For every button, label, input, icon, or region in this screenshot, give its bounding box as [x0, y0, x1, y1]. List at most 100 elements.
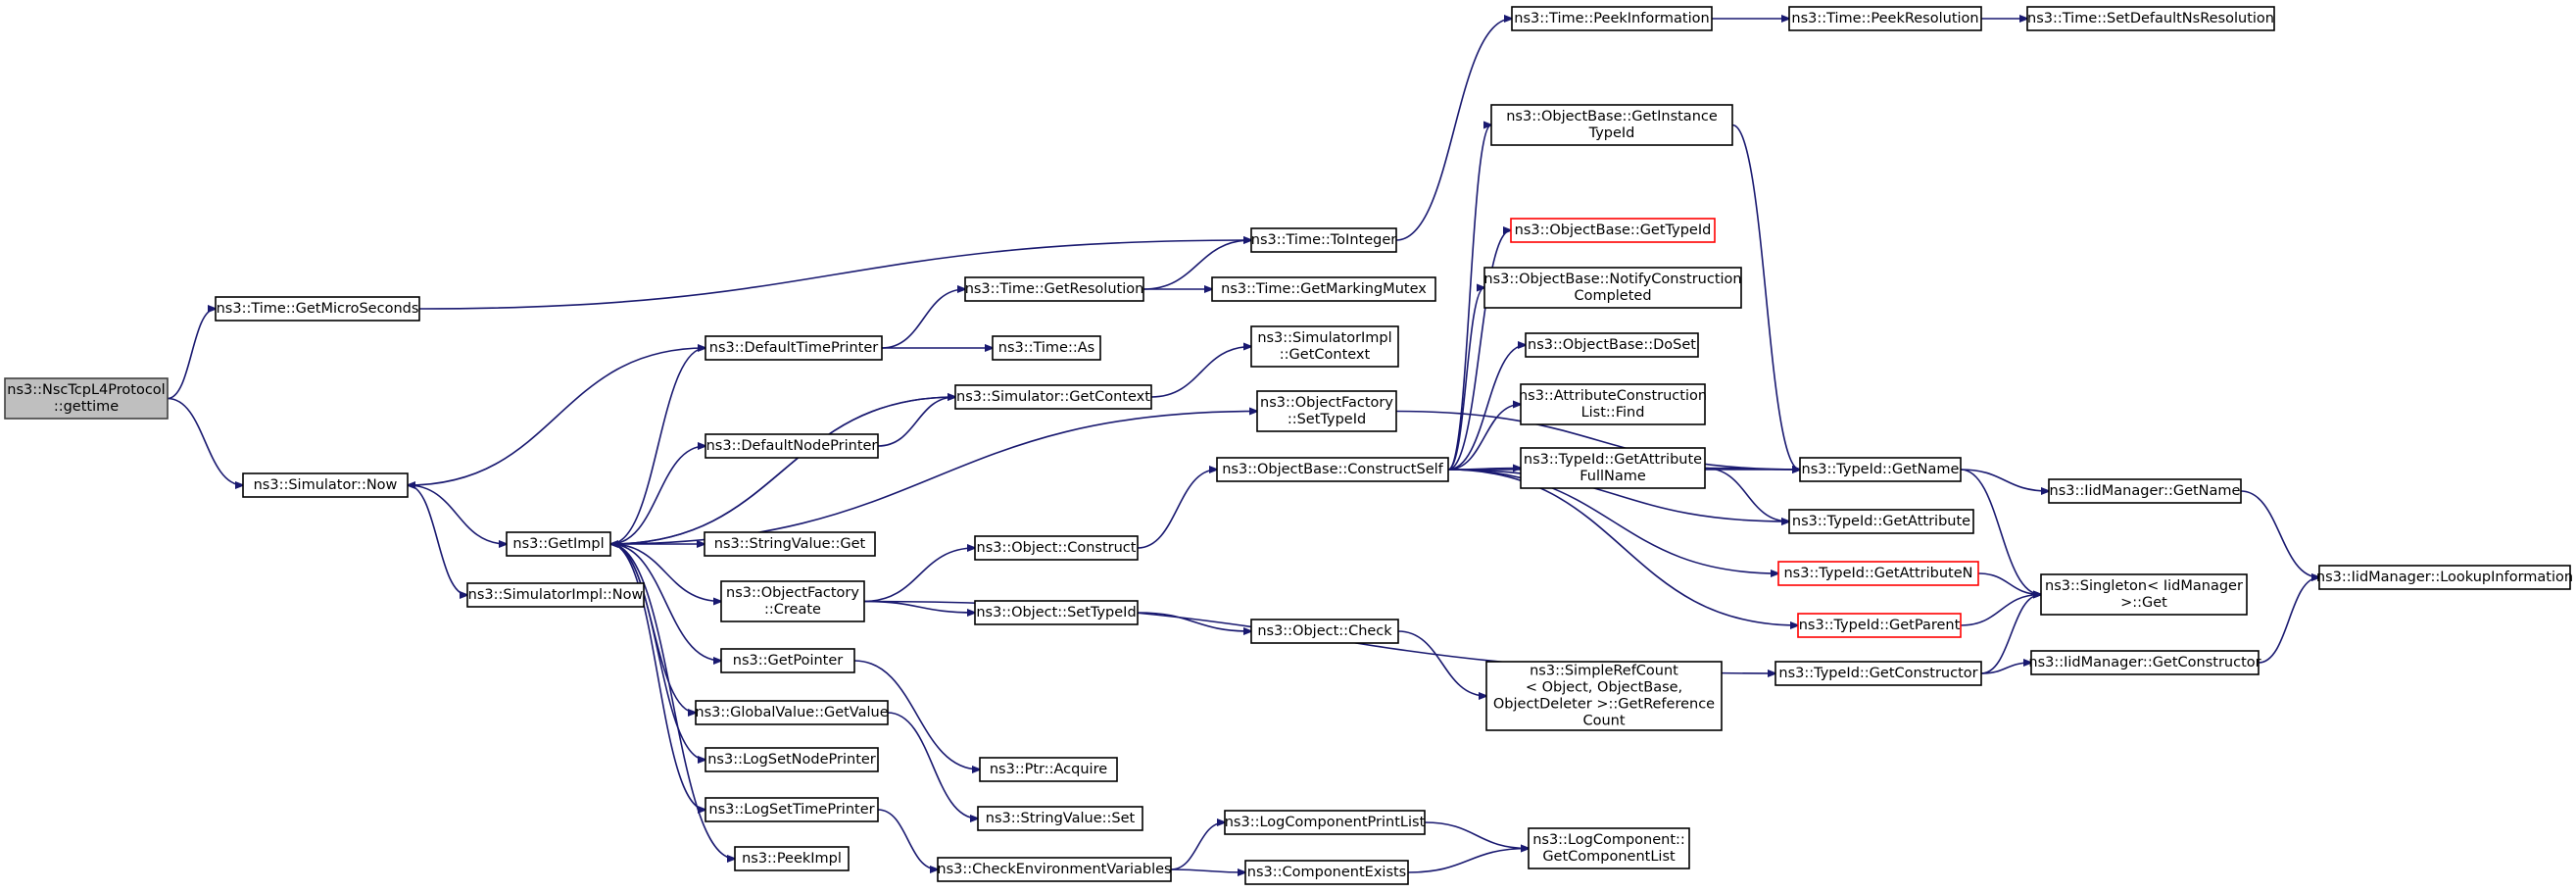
node-checkenv[interactable]: ns3::CheckEnvironmentVariables [937, 857, 1172, 882]
node-logcompprint[interactable]: ns3::LogComponentPrintList [1224, 810, 1426, 835]
node-simgetctx[interactable]: ns3::Simulator::GetContext [954, 384, 1152, 410]
edge-getimpl-to-logsetnode [609, 543, 705, 760]
edge-path [1395, 19, 1512, 241]
node-label: ns3::TypeId::GetConstructor [1778, 666, 1977, 681]
edge-path [408, 347, 706, 485]
node-label: ns3::Time::As [998, 340, 1094, 356]
node-logsetnode[interactable]: ns3::LogSetNodePrinter [705, 747, 879, 772]
node-simimplctx[interactable]: ns3::SimulatorImpl::GetContext [1250, 325, 1399, 368]
edge-obconstructself-to-tidgetattr [1447, 469, 1789, 521]
edge-path [1447, 230, 1511, 471]
node-box [954, 384, 1152, 410]
node-label: Count [1582, 714, 1625, 729]
node-box [1224, 810, 1426, 835]
edge-obconstructself-to-obdoset [1447, 345, 1526, 471]
node-getmicro[interactable]: ns3::Time::GetMicroSeconds [215, 296, 420, 322]
node-tidgetparent[interactable]: ns3::TypeId::GetParent [1797, 613, 1962, 638]
node-box [1777, 561, 1979, 586]
node-simnow[interactable]: ns3::Simulator::Now [242, 472, 409, 498]
node-iidgetname[interactable]: ns3::IidManager::GetName [2048, 478, 2242, 504]
node-timeas[interactable]: ns3::Time::As [992, 335, 1101, 361]
edge-getimpl-to-deftimeprinter [609, 348, 705, 545]
node-obnotify[interactable]: ns3::ObjectBase::NotifyConstructionCompl… [1483, 267, 1742, 309]
node-box [705, 433, 879, 459]
node-markmutex[interactable]: ns3::Time::GetMarkingMutex [1211, 276, 1436, 302]
node-obgettid[interactable]: ns3::ObjectBase::GetTypeId [1510, 218, 1716, 243]
node-logsettime[interactable]: ns3::LogSetTimePrinter [705, 797, 879, 822]
edge-tidgetattrn-to-singletonget [1977, 572, 2041, 595]
node-box [974, 535, 1139, 561]
edge-checkenv-to-logcompprint [1170, 822, 1225, 870]
node-label: ns3::PeekImpl [742, 851, 842, 867]
edge-logsettime-to-checkenv [877, 809, 938, 869]
edge-getpointer-to-ptracquire [853, 660, 980, 769]
node-ofcreate[interactable]: ns3::ObjectFactory::Create [720, 580, 865, 622]
node-obdoset[interactable]: ns3::ObjectBase::DoSet [1525, 332, 1699, 358]
node-layer: ns3::NscTcpL4Protocol::gettime ns3::Time:… [4, 6, 2573, 885]
node-tidgetattrn[interactable]: ns3::TypeId::GetAttributeN [1777, 561, 1979, 586]
edge-path [1397, 630, 1486, 696]
node-tidgetctor[interactable]: ns3::TypeId::GetConstructor [1774, 661, 1982, 686]
node-box [2026, 6, 2275, 31]
node-deftimeprinter[interactable]: ns3::DefaultTimePrinter [705, 335, 883, 361]
node-compexists[interactable]: ns3::ComponentExists [1244, 860, 1409, 885]
edge-path [1960, 469, 2049, 491]
node-box [937, 857, 1172, 882]
node-peekres[interactable]: ns3::Time::PeekResolution [1788, 6, 1982, 31]
node-label: ns3::LogComponent:: [1532, 832, 1685, 848]
node-label: ns3::CheckEnvironmentVariables [937, 862, 1171, 877]
node-singletonget[interactable]: ns3::Singleton< IidManager>::Get [2040, 573, 2248, 616]
node-tidgetattr[interactable]: ns3::TypeId::GetAttribute [1788, 509, 1974, 534]
node-box [506, 531, 611, 557]
node-iidlookup[interactable]: ns3::IidManager::LookupInformation [2316, 565, 2573, 590]
node-gvgetvalue[interactable]: ns3::GlobalValue::GetValue [695, 700, 889, 725]
node-simimplnow[interactable]: ns3::SimulatorImpl::Now [466, 582, 645, 608]
node-simplerefcount[interactable]: ns3::SimpleRefCount< Object, ObjectBase,… [1485, 661, 1723, 731]
node-defnodeprinter[interactable]: ns3::DefaultNodePrinter [705, 433, 879, 459]
node-getpointer[interactable]: ns3::GetPointer [720, 648, 855, 673]
node-box [1244, 860, 1409, 885]
node-box [1250, 619, 1399, 644]
node-getimpl[interactable]: ns3::GetImpl [506, 531, 611, 557]
node-label: ns3::LogComponentPrintList [1225, 815, 1426, 830]
node-peekinfo[interactable]: ns3::Time::PeekInformation [1511, 6, 1713, 31]
node-label: ns3::Simulator::Now [254, 477, 398, 493]
node-ptracquire[interactable]: ns3::Ptr::Acquire [979, 757, 1118, 782]
node-strset[interactable]: ns3::StringValue::Set [977, 806, 1143, 831]
node-objconstruct[interactable]: ns3::Object::Construct [974, 535, 1139, 561]
edge-path [1960, 469, 2041, 595]
node-tointeger[interactable]: ns3::Time::ToInteger [1250, 227, 1397, 253]
node-peekimpl[interactable]: ns3::PeekImpl [734, 846, 850, 871]
node-objsettid[interactable]: ns3::Object::SetTypeId [974, 600, 1139, 625]
node-box [4, 377, 169, 420]
node-gettime[interactable]: ns3::NscTcpL4Protocol::gettime [4, 377, 169, 420]
node-label: ns3::GetImpl [512, 536, 604, 552]
edge-path [1170, 822, 1225, 870]
edge-getres-to-tointeger [1142, 240, 1251, 290]
node-label: ns3::Singleton< IidManager [2045, 578, 2243, 594]
node-lcgetlist[interactable]: ns3::LogComponent::GetComponentList [1528, 827, 1690, 869]
edge-path [167, 397, 243, 486]
node-ofsettid[interactable]: ns3::ObjectFactory::SetTypeId [1256, 390, 1397, 432]
node-strget[interactable]: ns3::StringValue::Get [704, 531, 876, 557]
node-box [1511, 6, 1713, 31]
node-tidgetname[interactable]: ns3::TypeId::GetName [1799, 457, 1962, 482]
node-label: ns3::Time::SetDefaultNsResolution [2027, 11, 2274, 26]
node-iidgetctor[interactable]: ns3::IidManager::GetConstructor [2028, 650, 2261, 675]
node-label: ns3::Time::GetMarkingMutex [1221, 281, 1427, 297]
node-obconstructself[interactable]: ns3::ObjectBase::ConstructSelf [1216, 457, 1449, 482]
node-box [215, 296, 420, 322]
edge-logcompprint-to-lcgetlist [1424, 821, 1529, 849]
node-label: ns3::Time::PeekResolution [1791, 11, 1978, 26]
node-setdefns[interactable]: ns3::Time::SetDefaultNsResolution [2026, 6, 2275, 31]
edge-getimpl-to-defnodeprinter [609, 446, 705, 545]
node-objcheck[interactable]: ns3::Object::Check [1250, 619, 1399, 644]
node-getres[interactable]: ns3::Time::GetResolution [964, 276, 1144, 302]
node-box [1250, 227, 1397, 253]
edge-path [1137, 612, 1251, 631]
node-box [974, 600, 1139, 625]
node-label: ns3::GlobalValue::GetValue [695, 705, 888, 720]
